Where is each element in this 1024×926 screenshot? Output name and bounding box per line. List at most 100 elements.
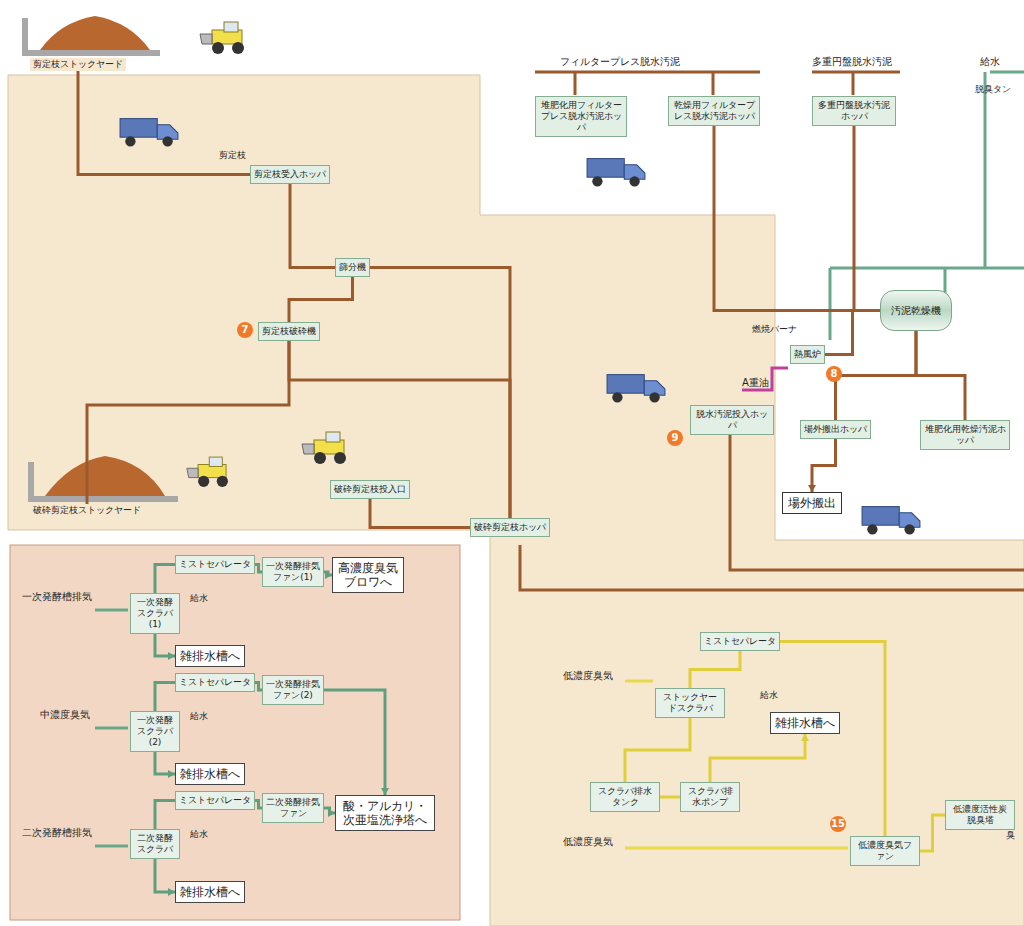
text-label: 一次発酵槽排気: [22, 591, 92, 602]
node-text: 場外搬出ホッパ: [804, 424, 867, 435]
mist-separator: ミストセパレータ: [175, 791, 255, 810]
node-text: 低濃度活性炭脱臭塔: [949, 804, 1011, 826]
stockyard: 破砕剪定枝ストックヤード: [30, 504, 144, 517]
callout-number: 8: [826, 366, 842, 382]
node-text: 剪定枝破砕機: [262, 326, 316, 337]
node-text: 高濃度臭気 ブロワへ: [337, 561, 399, 589]
node-text: 堆肥化用乾燥汚泥ホッパ: [924, 424, 1006, 446]
pipe-line: [690, 651, 740, 688]
destination-box: 酸・アルカリ・ 次亜塩洗浄塔へ: [335, 795, 435, 831]
node-text: 熱風炉: [794, 349, 821, 360]
pipe-connector: [255, 683, 262, 691]
pipe-connector: [690, 651, 740, 688]
pipe-connector: [324, 571, 332, 579]
pipe-line: [854, 126, 880, 311]
callout-number: 7: [237, 322, 253, 338]
pipe-line: [780, 642, 885, 837]
pipe-connector: [155, 801, 175, 830]
mist-separator: ミストセパレータ: [175, 673, 255, 692]
scrubber: 二次発酵スクラバ: [130, 829, 180, 859]
text-label: 給水: [190, 829, 208, 840]
pipe-connector: [255, 565, 262, 573]
node-text: 雑排水槽へ: [775, 716, 835, 730]
pipe-line: [324, 690, 385, 795]
text-label: 臭: [1006, 830, 1015, 841]
exhaust-fan: 二次発酵排気ファン: [262, 793, 324, 823]
pipe-line: [290, 184, 335, 268]
node-text: 剪定枝ストックヤード: [33, 59, 123, 70]
pipe-line: [289, 277, 353, 322]
scrubber: ストックヤードスクラバ: [655, 688, 725, 718]
deodorizing-tower: 低濃度活性炭脱臭塔: [945, 800, 1015, 830]
node-text: 酸・アルカリ・ 次亜塩洗浄塔へ: [340, 799, 430, 827]
pipe-connector: [710, 734, 809, 782]
pipe-line: [625, 718, 690, 782]
text-label: 中濃度臭気: [40, 709, 90, 720]
pipe-line: [155, 801, 175, 830]
text-label: 剪定枝: [219, 150, 246, 161]
node-text: 低濃度臭気ファン: [854, 840, 916, 862]
pipe-line: [87, 341, 289, 504]
text-label: 給水: [190, 593, 208, 604]
node-text: ストックヤードスクラバ: [659, 692, 721, 714]
hopper: 破砕剪定枝ホッパ: [470, 518, 550, 537]
pipe-connector: [324, 690, 389, 795]
pipe-connector: [155, 565, 175, 594]
node-text: ミストセパレータ: [179, 559, 251, 570]
node-text: 破砕剪定枝ホッパ: [474, 522, 546, 533]
node-text: 乾燥用フィルタープレス脱水汚泥ホッパ: [672, 100, 756, 122]
hopper: 堆肥化用乾燥汚泥ホッパ: [920, 420, 1010, 450]
node-text: 二次発酵排気ファン: [266, 797, 320, 819]
pipe-line: [289, 341, 510, 518]
output-box: 場外搬出: [782, 492, 842, 514]
callout-number: 15: [830, 816, 846, 832]
pipe-connector: [289, 277, 353, 322]
hopper: 場外搬出ホッパ: [800, 420, 871, 439]
pipe-line: [710, 734, 805, 782]
hopper: 堆肥化用フィルタープレス脱水汚泥ホッパ: [535, 96, 627, 137]
pipe-connector: [916, 331, 965, 420]
pipe-connector: [155, 683, 175, 712]
odor-fan: 低濃度臭気ファン: [850, 836, 920, 866]
node-text: スクラバ排水タンク: [594, 786, 656, 808]
hopper: 剪定枝受入ホッパ: [250, 165, 330, 184]
pipe-connector: [155, 859, 175, 896]
arrow-head: [325, 571, 332, 579]
pipe-connector: [155, 634, 175, 660]
text-label: 多重円盤脱水汚泥: [812, 56, 892, 67]
sieve: 篩分機: [335, 258, 370, 277]
node-text: 二次発酵スクラバ: [134, 833, 176, 855]
text-label: 給水: [190, 711, 208, 722]
pipe-connector: [825, 311, 880, 355]
drain-pump: スクラバ排水ポンプ: [680, 782, 740, 812]
node-text: 多重円盤脱水汚泥ホッパ: [816, 100, 892, 122]
pipe-connector: [854, 126, 880, 311]
pipe-line: [370, 499, 470, 528]
pipe-line: [255, 801, 262, 809]
pipe-connector: [370, 499, 470, 528]
pipe-line: [916, 331, 965, 420]
hopper: 乾燥用フィルタープレス脱水汚泥ホッパ: [668, 96, 760, 126]
pipe-connector: [87, 341, 289, 504]
destination-box: 雑排水槽へ: [175, 881, 245, 903]
text-label: フィルタープレス脱水汚泥: [560, 56, 680, 67]
pipe-connector: [78, 71, 250, 175]
node-text: ミストセパレータ: [704, 636, 776, 647]
node-text: 雑排水槽へ: [180, 885, 240, 899]
node-text: ミストセパレータ: [179, 677, 251, 688]
exhaust-fan: 一次発酵排気ファン(2): [262, 675, 324, 705]
node-text: 篩分機: [339, 262, 366, 273]
pipe-connector: [289, 341, 510, 518]
sludge-dryer: 汚泥乾燥機: [880, 290, 952, 331]
pipe-connector: [324, 808, 335, 817]
pipe-line: [836, 331, 917, 420]
pipe-connector: [780, 642, 885, 837]
hopper: 脱水汚泥投入ホッパ: [690, 405, 774, 435]
text-label: 低濃度臭気: [563, 836, 613, 847]
hopper: 多重円盤脱水汚泥ホッパ: [812, 96, 896, 126]
pipe-line: [812, 439, 836, 492]
pipe-connector: [625, 718, 690, 782]
node-text: ミストセパレータ: [179, 795, 251, 806]
